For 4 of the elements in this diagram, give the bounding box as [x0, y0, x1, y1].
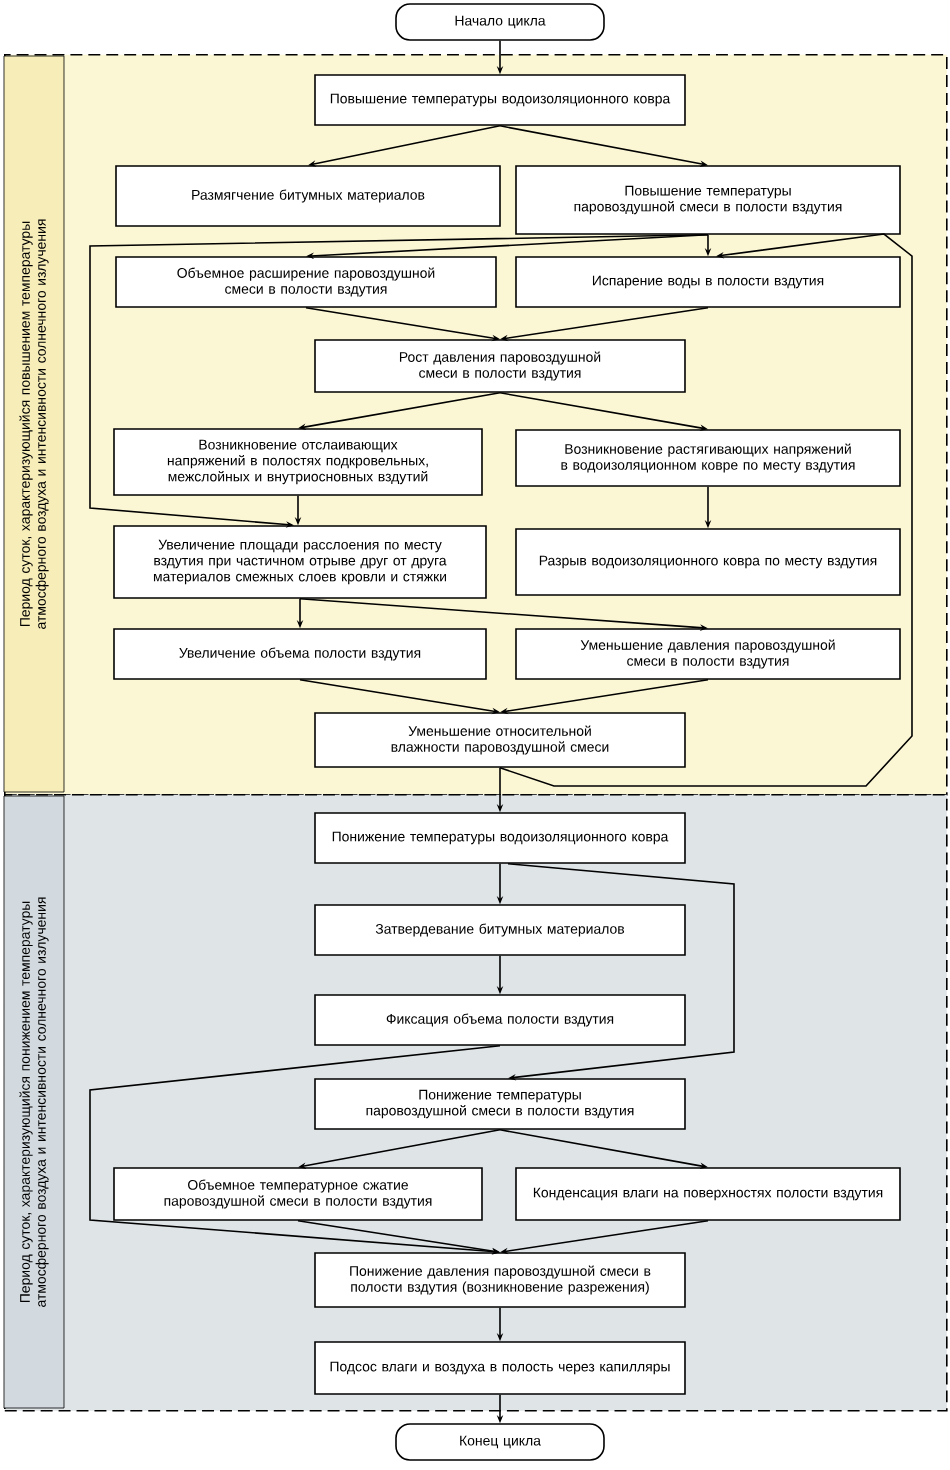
arrow [499, 233, 913, 787]
arrow [89, 234, 709, 528]
arrow [507, 863, 735, 1081]
arrow [89, 1045, 501, 1255]
